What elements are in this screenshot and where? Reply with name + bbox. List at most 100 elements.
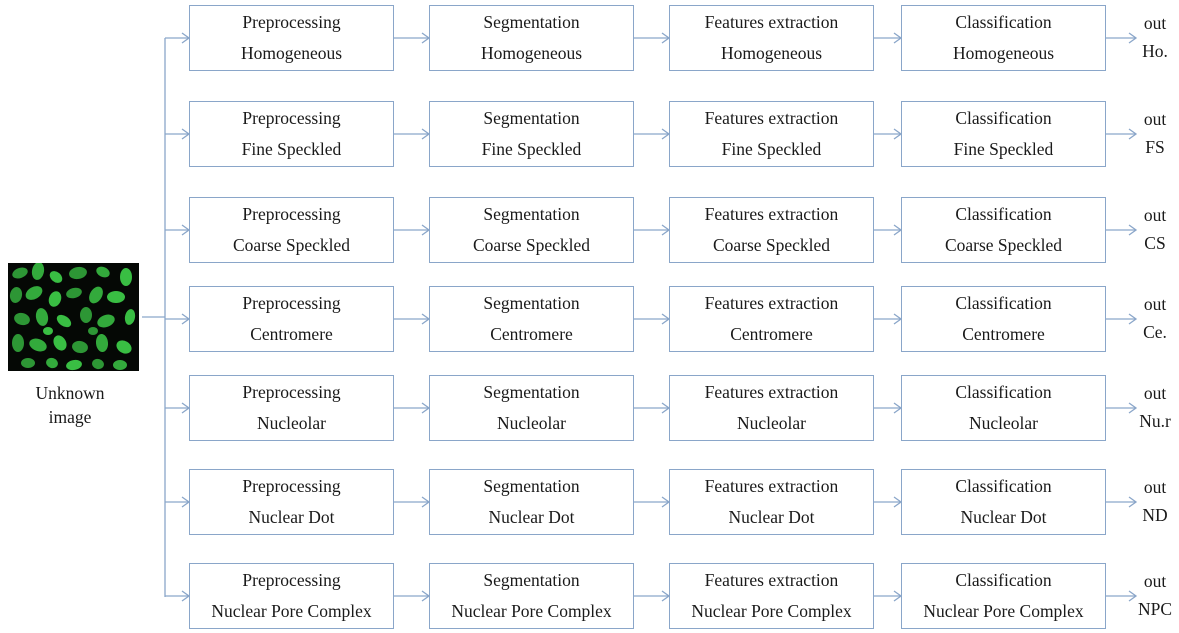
pattern-name: Homogeneous xyxy=(480,43,583,63)
pattern-name: Nuclear Pore Complex xyxy=(923,601,1084,621)
stage-arrow-4-3-head xyxy=(1128,402,1138,414)
stage-name: Preprocessing xyxy=(242,108,341,128)
output-word: out xyxy=(1143,109,1167,129)
cell-nucleus xyxy=(12,334,24,352)
output-word: out xyxy=(1143,294,1167,314)
stage-arrow-2-3-head xyxy=(1128,224,1138,236)
cell-nucleus xyxy=(69,266,87,280)
output-code: NPC xyxy=(1137,599,1173,619)
stage-arrow-6-3-head xyxy=(1128,590,1138,602)
cell-nucleus xyxy=(31,263,45,280)
stage-name: Features extraction xyxy=(704,476,839,496)
cell-nucleus xyxy=(92,358,104,370)
pattern-name: Nucleolar xyxy=(497,413,566,433)
cell-nucleus xyxy=(113,360,127,370)
cell-nucleus xyxy=(25,286,43,300)
input-caption: Unknown image xyxy=(2,381,138,429)
pattern-name: Centromere xyxy=(250,324,333,344)
pattern-name: Nuclear Dot xyxy=(960,507,1047,527)
stage-name: Preprocessing xyxy=(242,204,341,224)
stage-name: Features extraction xyxy=(704,204,839,224)
cell-nucleus xyxy=(43,327,53,335)
cell-nucleus xyxy=(107,291,125,303)
input-caption-line2: image xyxy=(48,407,92,427)
stage-arrow-3-3-head xyxy=(1128,313,1138,325)
output-word: out xyxy=(1143,383,1167,403)
cell-nucleus xyxy=(29,338,47,352)
pattern-name: Fine Speckled xyxy=(953,139,1054,159)
stage-name: Features extraction xyxy=(704,570,839,590)
stage-name: Features extraction xyxy=(704,108,839,128)
pattern-name: Coarse Speckled xyxy=(944,235,1063,255)
cell-nucleus xyxy=(46,357,58,369)
cell-nucleus xyxy=(14,312,30,326)
unknown-cell-image xyxy=(8,263,139,371)
cell-nucleus xyxy=(49,271,63,283)
cell-nucleus xyxy=(96,266,110,278)
pattern-name: Homogeneous xyxy=(952,43,1055,63)
cell-nucleus xyxy=(116,340,132,354)
cell-nucleus xyxy=(48,291,62,307)
output-code: ND xyxy=(1142,505,1168,525)
cell-nucleus xyxy=(95,334,109,352)
stage-name: Features extraction xyxy=(704,12,839,32)
stage-name: Segmentation xyxy=(483,476,580,496)
cell-nucleus xyxy=(72,340,88,354)
cell-nucleus xyxy=(9,287,23,303)
stage-arrow-1-3-head xyxy=(1128,128,1138,140)
stage-name: Classification xyxy=(955,476,1052,496)
input-caption-line1: Unknown xyxy=(35,383,105,403)
cell-nucleus xyxy=(66,287,82,299)
stage-name: Preprocessing xyxy=(242,570,341,590)
stage-name: Preprocessing xyxy=(242,382,341,402)
output-word: out xyxy=(1143,13,1167,33)
output-code: FS xyxy=(1145,137,1165,157)
image-background xyxy=(8,263,139,371)
pattern-name: Fine Speckled xyxy=(241,139,342,159)
pattern-name: Homogeneous xyxy=(240,43,343,63)
stage-name: Features extraction xyxy=(704,382,839,402)
pattern-name: Nuclear Pore Complex xyxy=(691,601,852,621)
pattern-name: Nuclear Dot xyxy=(488,507,575,527)
cell-nucleus xyxy=(89,286,103,304)
stage-name: Segmentation xyxy=(483,293,580,313)
pattern-name: Nucleolar xyxy=(257,413,326,433)
output-code: Ho. xyxy=(1142,41,1168,61)
stage-name: Segmentation xyxy=(483,108,580,128)
pattern-name: Centromere xyxy=(490,324,573,344)
stage-name: Features extraction xyxy=(704,293,839,313)
cell-nucleus xyxy=(35,308,49,326)
pattern-name: Homogeneous xyxy=(720,43,823,63)
stage-arrow-5-3-head xyxy=(1128,496,1138,508)
output-code: Ce. xyxy=(1143,322,1167,342)
cell-nucleus xyxy=(80,307,92,323)
cell-nucleus xyxy=(21,358,35,368)
cell-nucleus xyxy=(56,314,72,328)
